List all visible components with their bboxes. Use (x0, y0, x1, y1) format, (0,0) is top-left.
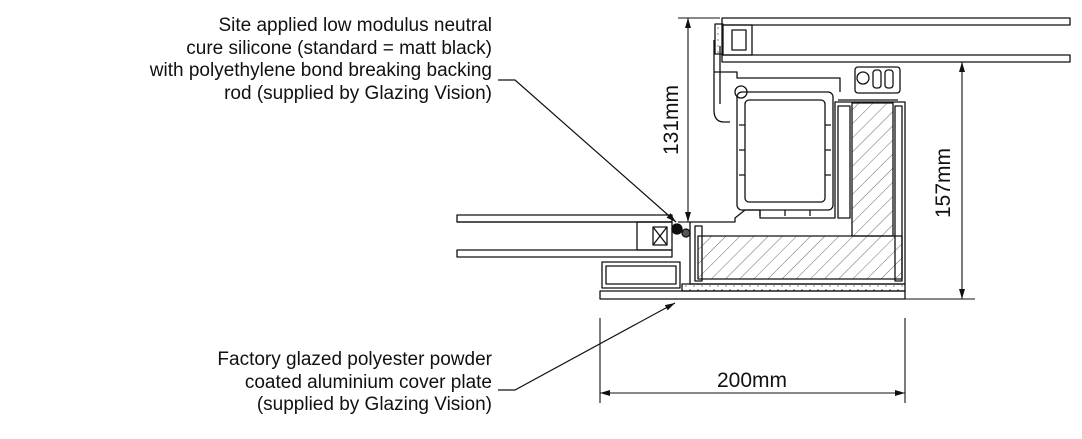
dimension-131 (678, 17, 720, 223)
dimension-131-label: 131mm (660, 85, 683, 155)
dimension-157 (905, 61, 975, 300)
silicone-leader (498, 79, 677, 223)
insulation-vertical (851, 102, 894, 237)
dimension-200 (599, 318, 906, 403)
silicone-annotation-line-2: cure silicone (standard = matt black) (186, 37, 492, 59)
leader-lines (498, 79, 677, 391)
cover-plate-annotation-line-1: Factory glazed polyester powder (217, 349, 492, 370)
silicone-annotation-line-1: Site applied low modulus neutral (218, 15, 492, 36)
top-glazing-unit (714, 17, 1071, 63)
cover-plate-annotation-line-3: (supplied by Glazing Vision) (256, 394, 492, 415)
silicone-annotation-line-4: rod (supplied by Glazing Vision) (224, 82, 492, 104)
dimension-200-label: 200mm (717, 369, 787, 392)
chamber-profile (736, 91, 834, 216)
support-block (601, 261, 681, 289)
cover-plate-leader (498, 302, 676, 391)
silicone-annotation: Site applied low modulus neutral cure si… (150, 15, 492, 105)
dimension-157-label: 157mm (932, 148, 955, 218)
cover-plate-annotation-line-2: coated aluminium cover plate (244, 371, 492, 393)
gasket-cluster (854, 66, 901, 94)
cover-plate-annotation: Factory glazed polyester powder coated a… (217, 349, 492, 417)
insulation-horizontal (697, 235, 903, 280)
silicone-annotation-line-3: with polyethylene bond breaking backing (149, 60, 492, 81)
silicone-seal (671, 223, 691, 238)
frame-profile (689, 99, 906, 285)
cover-plate (599, 283, 906, 300)
left-glazing-unit (456, 214, 673, 258)
hook-profile (713, 40, 841, 123)
